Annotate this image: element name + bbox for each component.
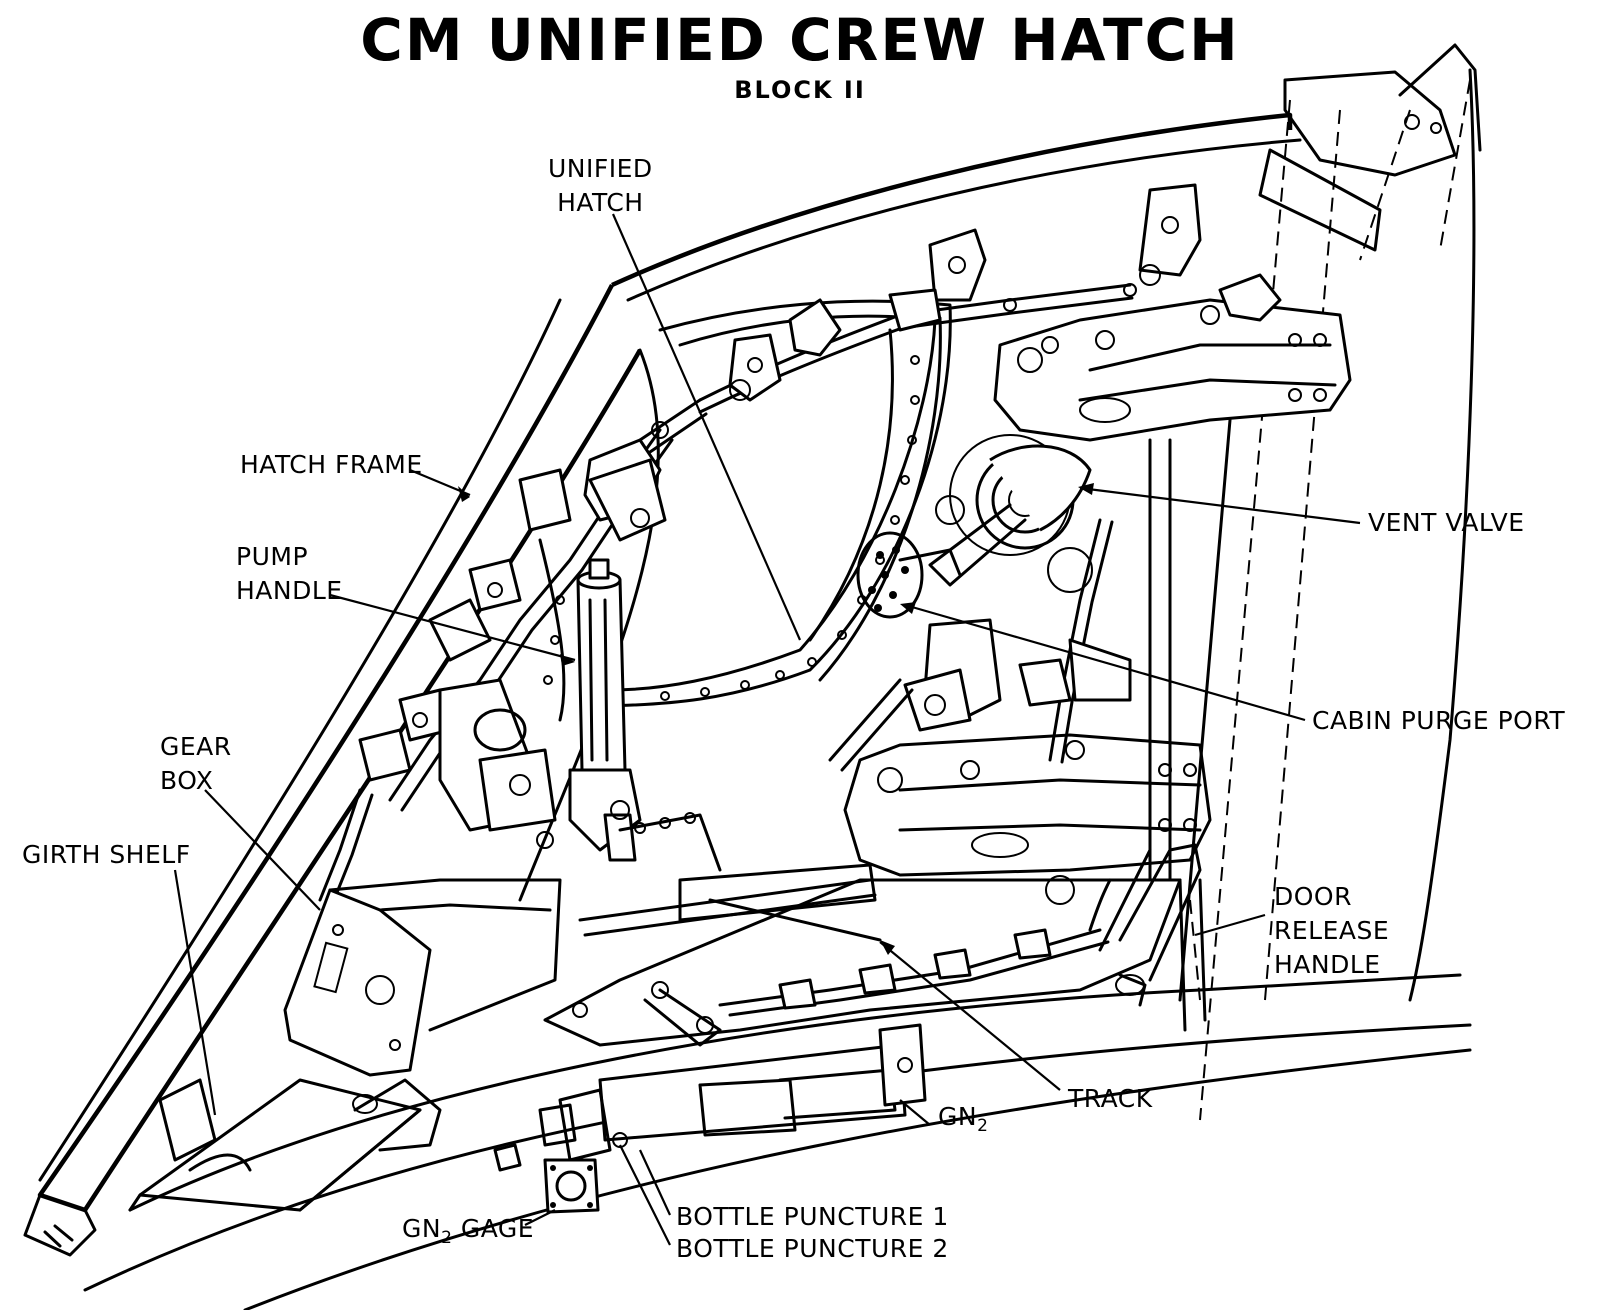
label-bottle-puncture-2: BOTTLE PUNCTURE 2 — [676, 1234, 949, 1263]
label-gn2: GN2 — [938, 1102, 989, 1136]
door-release-handle-assembly — [1045, 843, 1207, 1032]
center-linkage — [828, 418, 1232, 1002]
leader-gn2-gage — [524, 1209, 556, 1226]
leader-unified-hatch — [611, 213, 802, 641]
leader-lines — [173, 213, 1361, 1246]
leader-pump-handle — [329, 593, 576, 662]
label-cabin-purge-port: CABIN PURGE PORT — [1312, 706, 1566, 735]
label-bottle-puncture-1: BOTTLE PUNCTURE 1 — [676, 1202, 949, 1231]
label-pump-handle: PUMP HANDLE — [236, 542, 343, 605]
leader-girth-shelf — [173, 869, 217, 1116]
leader-track — [879, 941, 1061, 1091]
cabin-purge-port-disc — [856, 531, 924, 619]
hatch-frame — [23, 283, 660, 1257]
leader-door-release-handle — [1194, 913, 1266, 937]
upper-latch-linkage — [638, 183, 1202, 454]
gear-box-assembly — [283, 678, 562, 1077]
diagram-subtitle: BLOCK II — [734, 76, 866, 104]
leader-bottle-puncture-2 — [619, 1144, 671, 1246]
leader-gear-box — [204, 789, 321, 911]
leader-gn2 — [899, 1099, 931, 1126]
right-structural-frame — [1199, 43, 1482, 1121]
label-door-release-handle: DOOR RELEASE HANDLE — [1274, 882, 1390, 979]
label-vent-valve: VENT VALVE — [1368, 508, 1525, 537]
pump-handle-assembly — [568, 558, 642, 862]
label-track: TRACK — [1068, 1084, 1153, 1113]
label-hatch-frame: HATCH FRAME — [240, 450, 423, 479]
ring-rivets — [660, 355, 920, 701]
gn2-bottle-assembly — [493, 1023, 927, 1214]
vent-valve-assembly — [898, 434, 1093, 593]
label-gn2-gage: GN2 GAGE — [402, 1214, 535, 1248]
label-girth-shelf: GIRTH SHELF — [22, 840, 191, 869]
leader-bottle-puncture-1 — [639, 1149, 671, 1216]
leader-vent-valve — [1079, 486, 1361, 525]
label-gear-box: GEAR BOX — [160, 732, 232, 795]
label-unified-hatch: UNIFIED HATCH — [548, 154, 653, 217]
capsule-outer-contour — [611, 112, 1293, 288]
leader-cabin-purge-port — [904, 603, 1306, 722]
capsule-outer-contour-inner — [626, 138, 1302, 302]
right-latch-actuator-upper — [993, 273, 1352, 442]
girth-shelf-contour — [83, 973, 1472, 1310]
track-assembly — [543, 812, 1182, 1047]
diagram-title: CM UNIFIED CREW HATCH — [360, 6, 1240, 74]
right-latch-actuator-lower — [843, 733, 1212, 877]
